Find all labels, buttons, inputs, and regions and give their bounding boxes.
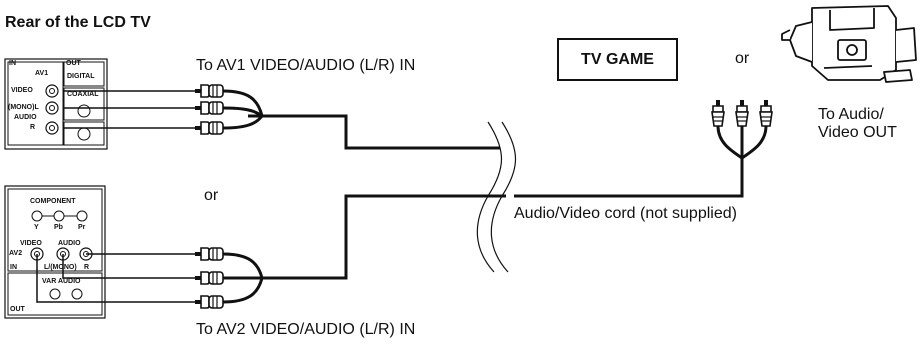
panel-bottom-audio: AUDIO	[58, 240, 81, 247]
av1-audio-r-jack	[45, 121, 59, 135]
panel-bottom-av2: AV2	[9, 250, 23, 257]
av1-cables	[64, 89, 500, 150]
tv-panel-top	[4, 58, 108, 150]
av2-video-plug-icon	[194, 247, 224, 261]
coaxial-jack	[77, 104, 91, 118]
av-out-label-line1: To Audio/	[818, 106, 884, 123]
panel-bottom-component: COMPONENT	[30, 198, 76, 205]
panel-bottom-y: Y	[34, 224, 39, 231]
device-plug-3-icon	[759, 99, 773, 127]
panel-bottom-video: VIDEO	[20, 240, 42, 247]
panel-bottom-in: IN	[10, 264, 17, 271]
tv-game-box: TV GAME	[557, 38, 678, 81]
panel-top-av1: AV1	[35, 70, 49, 77]
panel-top-in: IN	[9, 60, 16, 67]
panel-bottom-r: R	[84, 264, 90, 271]
device-plug-1-icon	[711, 99, 725, 127]
panel-bottom-pr: Pr	[78, 224, 86, 231]
tv-game-label: TV GAME	[581, 50, 654, 68]
panel-top-out: OUT	[66, 60, 81, 67]
panel-top-video: VIDEO	[11, 87, 33, 94]
av2-cables	[36, 194, 506, 304]
panel-top-mono-l: (MONO)L	[8, 104, 39, 111]
panel-bottom-l-mono: L/(MONO)	[44, 264, 77, 271]
panel-top-digital: DIGITAL	[67, 73, 95, 80]
panel-top-r: R	[30, 124, 36, 131]
page-title: Rear of the LCD TV	[5, 14, 151, 31]
av1-video-plug-icon	[194, 84, 224, 98]
av2-audio-r-plug-icon	[194, 295, 224, 309]
av2-audio-l-plug-icon	[194, 271, 224, 285]
device-cable	[514, 125, 768, 198]
av1-video-jack	[45, 84, 59, 98]
av1-audio-l-plug-icon	[194, 101, 224, 115]
panel-bottom-pb: Pb	[54, 224, 63, 231]
av1-input-label: To AV1 VIDEO/AUDIO (L/R) IN	[196, 57, 416, 74]
tv-panel-bottom	[4, 185, 106, 319]
device-plug-2-icon	[735, 99, 749, 127]
camcorder-icon	[781, 5, 917, 83]
panel-top-audio: AUDIO	[14, 114, 37, 121]
panel-bottom-var-audio: VAR AUDIO	[42, 278, 81, 285]
cable-break-icon	[476, 121, 517, 273]
or-label-left: or	[204, 187, 219, 204]
av1-audio-l-jack	[45, 101, 59, 115]
av2-input-label: To AV2 VIDEO/AUDIO (L/R) IN	[196, 321, 416, 338]
or-label-top: or	[735, 50, 750, 67]
cord-label: Audio/Video cord (not supplied)	[514, 205, 737, 222]
av1-audio-r-plug-icon	[194, 121, 224, 135]
panel-bottom-out: OUT	[10, 306, 25, 313]
av-out-label-line2: Video OUT	[818, 124, 897, 141]
panel-top-coaxial: COAXIAL	[67, 91, 99, 98]
